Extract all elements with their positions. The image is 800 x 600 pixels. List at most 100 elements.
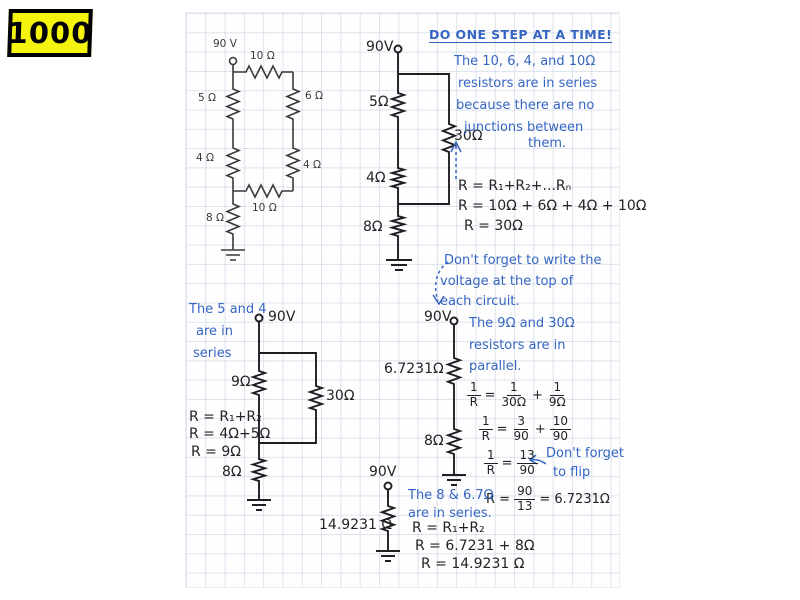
c1-4ohm-right-label: 4 Ω bbox=[303, 159, 322, 171]
equals-sign: = bbox=[484, 387, 496, 403]
calc-final-line: R = 6.7231 + 8Ω bbox=[415, 538, 535, 554]
eq-result: = 6.7231Ω bbox=[539, 491, 610, 507]
equals-sign: = bbox=[501, 455, 513, 471]
c4-voltage-label: 90V bbox=[424, 309, 452, 325]
c4-6p7231ohm-label: 6.7231Ω bbox=[384, 361, 444, 377]
circuit2-step1 bbox=[386, 44, 458, 271]
note-series-line: resistors are in series bbox=[458, 76, 598, 91]
note-parallel-line: parallel. bbox=[469, 359, 522, 374]
note-5and4-line: The 5 and 4 bbox=[189, 302, 267, 317]
note-series-line: them. bbox=[528, 136, 567, 151]
calc-5and4-line: R = R₁+R₂ bbox=[189, 409, 262, 425]
c2-4ohm-label: 4Ω bbox=[366, 170, 386, 186]
note-5and4-line: series bbox=[193, 346, 232, 361]
c3-8ohm-label: 8Ω bbox=[222, 464, 242, 480]
circuit3-voltage-terminal bbox=[254, 313, 264, 323]
annotation-arrows bbox=[432, 140, 547, 465]
arrow-flip-icon bbox=[530, 458, 547, 465]
graph-paper-page: 90 V 10 Ω 5 Ω 6 Ω 4 Ω 4 Ω 10 Ω 8 Ω 90V 5… bbox=[185, 12, 647, 588]
circuit1-ground-icon bbox=[221, 249, 245, 261]
note-5and4-line: are in bbox=[196, 324, 234, 339]
circuit1-bottom-resistor bbox=[233, 183, 293, 199]
note-parallel-line: resistors are in bbox=[469, 338, 566, 353]
calc-series-line: R = 10Ω + 6Ω + 4Ω + 10Ω bbox=[458, 198, 647, 214]
page-number-badge: 1000 bbox=[7, 9, 93, 57]
plus-sign: + bbox=[534, 421, 546, 437]
equals-sign: = bbox=[496, 421, 508, 437]
circuit5-voltage-terminal bbox=[383, 481, 393, 491]
note-final-line: are in series. bbox=[408, 506, 492, 521]
c1-5ohm-label: 5 Ω bbox=[198, 92, 217, 104]
c1-4ohm-left-label: 4 Ω bbox=[196, 152, 215, 164]
c1-voltage-label: 90 V bbox=[213, 38, 237, 50]
note-final-line: The 8 & 6.7Ω bbox=[408, 488, 494, 503]
c2-8ohm-label: 8Ω bbox=[363, 219, 383, 235]
c3-voltage-label: 90V bbox=[268, 309, 296, 325]
note-flip-line: to flip bbox=[553, 465, 591, 480]
plus-sign: + bbox=[532, 387, 543, 403]
c2-5ohm-label: 5Ω bbox=[369, 94, 389, 110]
note-series-line: because there are no bbox=[456, 98, 595, 113]
circuit1-top-resistor bbox=[233, 64, 293, 80]
circuit-drawings bbox=[221, 44, 547, 562]
circuit3-right-branch bbox=[259, 352, 326, 444]
circuit5-final bbox=[376, 481, 400, 562]
note-flip-line: Don't forget bbox=[546, 446, 624, 461]
c2-voltage-label: 90V bbox=[366, 39, 394, 55]
circuit2-left-branch bbox=[388, 53, 408, 259]
circuit2-ground-icon bbox=[386, 259, 412, 271]
c4-8ohm-label: 8Ω bbox=[424, 433, 444, 449]
c1-bottom-resistor-label: 10 Ω bbox=[252, 202, 277, 214]
circuit3-ground-icon bbox=[247, 499, 271, 511]
circuit3-left-branch bbox=[249, 322, 269, 499]
calc-series-line: R = 30Ω bbox=[464, 218, 523, 234]
circuit5-ground-icon bbox=[376, 550, 400, 562]
note-voltage-line: voltage at the top of bbox=[440, 274, 574, 289]
note-series-line: The 10, 6, 4, and 10Ω bbox=[454, 54, 596, 69]
circuit2-voltage-terminal bbox=[393, 44, 403, 54]
circuit2-right-branch bbox=[398, 73, 458, 205]
arrow-flip-head-icon bbox=[528, 454, 538, 465]
c1-8ohm-label: 8 Ω bbox=[206, 212, 225, 224]
calc-5and4-line: R = 4Ω+5Ω bbox=[189, 426, 271, 442]
calc-series-line: R = R₁+R₂+...Rₙ bbox=[458, 178, 572, 194]
page-title: DO ONE STEP AT A TIME! bbox=[429, 27, 613, 44]
arrow-to-30ohm-head-icon bbox=[450, 140, 462, 153]
c2-30ohm-label: 30Ω bbox=[454, 128, 483, 144]
c5-14p9231ohm-label: 14.9231 Ω bbox=[319, 517, 393, 533]
note-voltage-line: each circuit. bbox=[440, 294, 520, 309]
note-parallel-line: The 9Ω and 30Ω bbox=[469, 316, 575, 331]
circuit1-right-branch bbox=[284, 72, 302, 191]
calc-final-line: R = R₁+R₂ bbox=[412, 520, 485, 536]
circuit4-voltage-terminal bbox=[449, 316, 459, 326]
circuit1-original bbox=[221, 56, 302, 261]
page-number: 1000 bbox=[7, 16, 93, 50]
note-series-line: junctions between bbox=[464, 120, 584, 135]
eq-prefix: R = bbox=[486, 491, 511, 507]
arrow-to-90v-head-icon bbox=[432, 294, 445, 306]
c5-voltage-label: 90V bbox=[369, 464, 397, 480]
circuit4-step3 bbox=[442, 316, 466, 486]
c1-6ohm-label: 6 Ω bbox=[305, 90, 324, 102]
note-voltage-line: Don't forget to write the bbox=[444, 253, 602, 268]
circuit1-left-branch bbox=[224, 65, 242, 250]
circuit4-main-branch bbox=[445, 325, 463, 474]
calc-final-line: R = 14.9231 Ω bbox=[421, 556, 525, 572]
circuit1-voltage-terminal bbox=[228, 56, 238, 66]
circuit4-ground-icon bbox=[442, 474, 466, 486]
c3-9ohm-label: 9Ω bbox=[231, 374, 251, 390]
circuit5-main-branch bbox=[379, 490, 397, 550]
